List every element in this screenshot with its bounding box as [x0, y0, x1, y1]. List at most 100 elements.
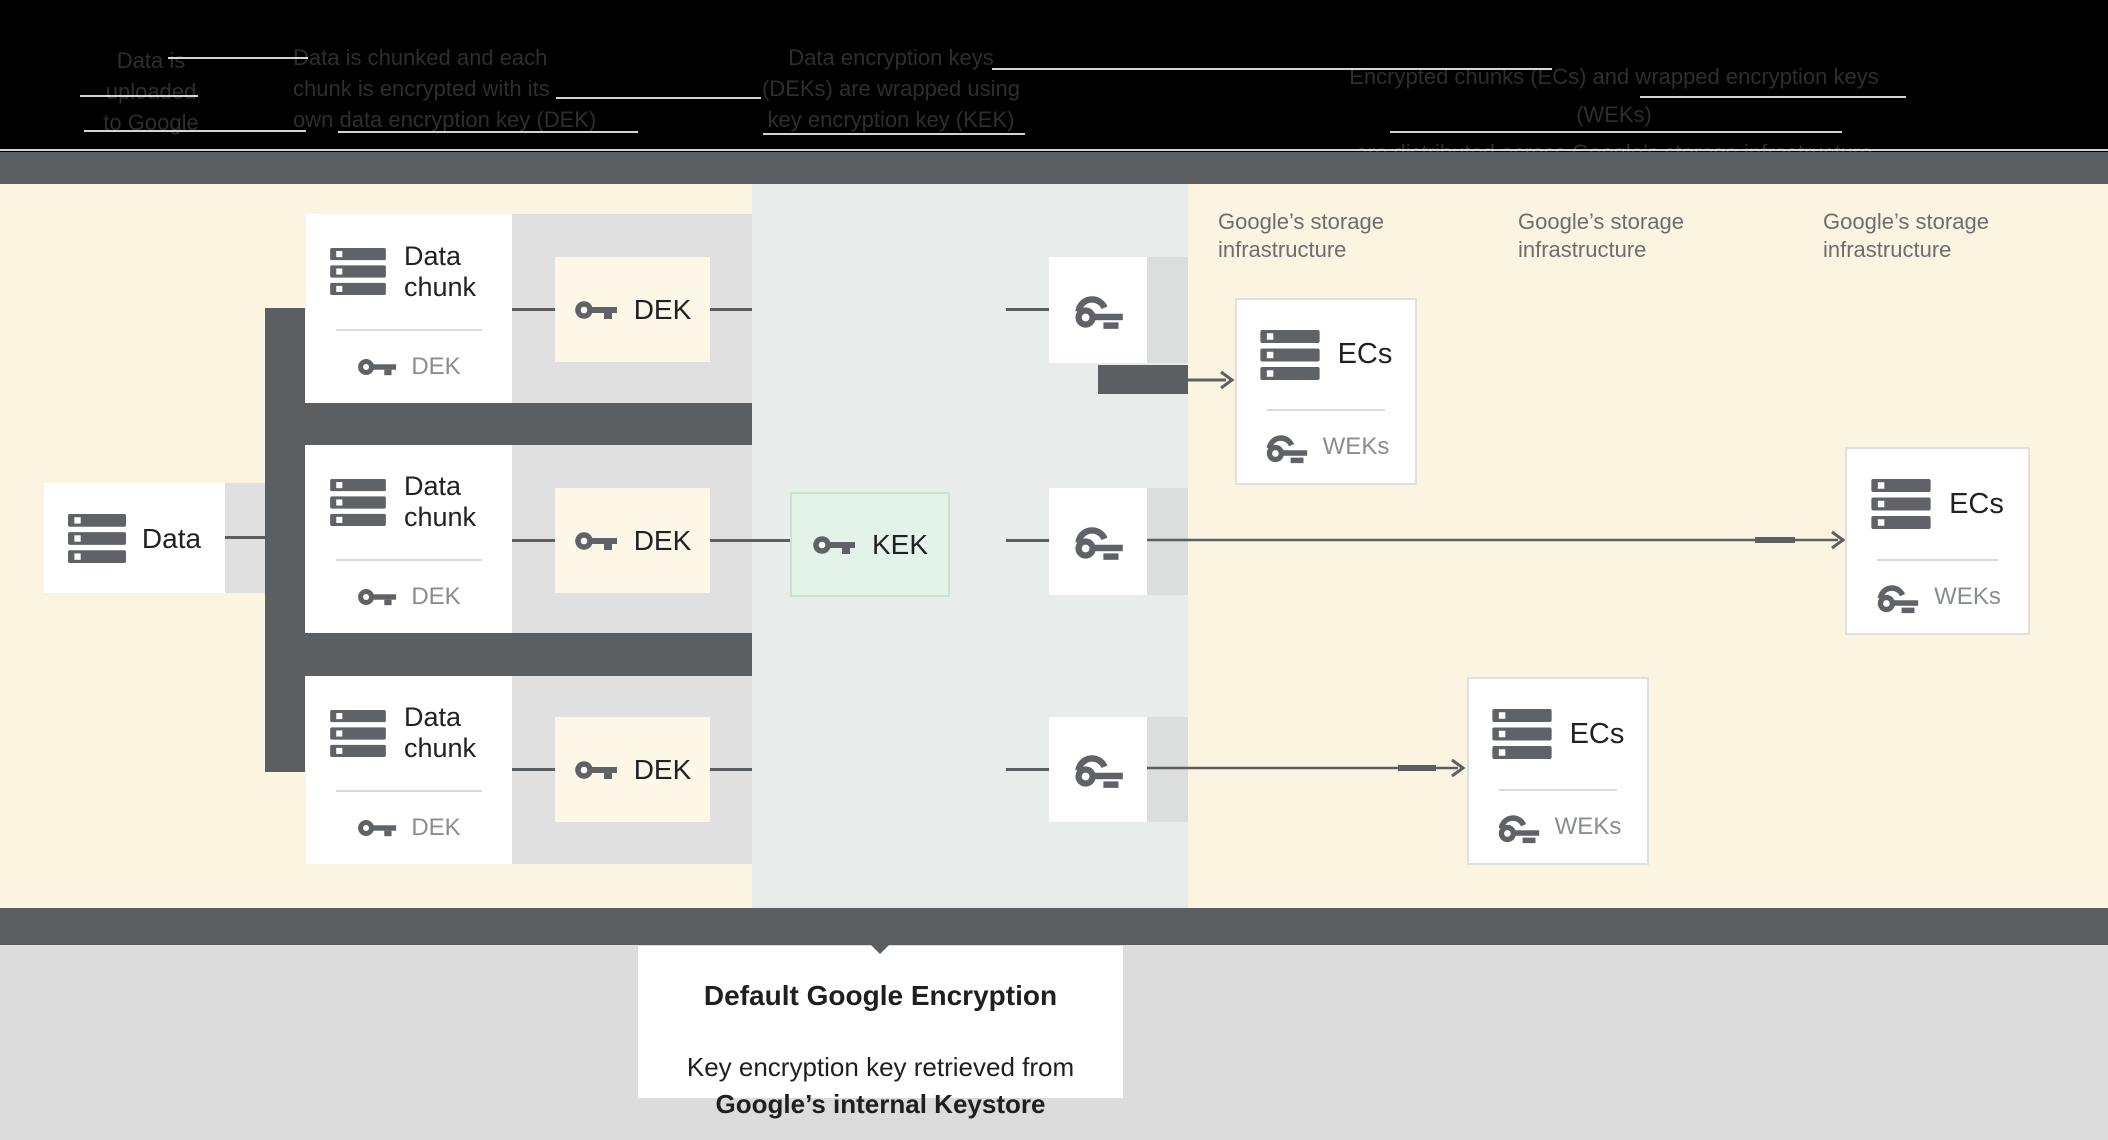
wrapped-key-box — [1049, 488, 1147, 595]
kek-label: KEK — [871, 529, 929, 560]
wrapped-key-icon — [1071, 290, 1125, 331]
fanout-vertical-bar — [265, 308, 305, 772]
connector-line — [512, 308, 555, 311]
wrapped-key-icon — [1071, 749, 1125, 790]
step-1-line: uploaded — [105, 79, 197, 104]
hairline — [0, 149, 2108, 151]
wrapped-key-icon — [1263, 430, 1309, 465]
chunk-top: Data chunk — [306, 445, 512, 559]
caption-line2: Google’s internal Keystore — [715, 1089, 1046, 1119]
storage-icon — [1871, 479, 1931, 529]
key-icon — [574, 300, 617, 319]
hairline — [556, 97, 761, 99]
divider — [336, 790, 482, 792]
ecs-key-row: WEKs — [1847, 561, 2028, 633]
step-3-line: (DEKs) are wrapped using — [761, 76, 1020, 101]
connector-line — [1006, 539, 1049, 542]
key-icon — [574, 760, 617, 779]
ecs-top: ECs — [1847, 449, 2028, 559]
key-icon — [574, 531, 617, 550]
hairline — [338, 131, 638, 133]
bottom-divider-bar — [0, 908, 2108, 945]
ecs-top: ECs — [1237, 300, 1415, 409]
connector-line — [512, 768, 555, 771]
step-1-line: to Google — [103, 110, 199, 135]
ecs-title: ECs — [1569, 717, 1625, 750]
dek-label: DEK — [633, 525, 692, 556]
ecs-title: ECs — [1337, 338, 1393, 370]
wrapped-key-icon — [1874, 580, 1920, 615]
storage-infrastructure-label: Google’s storage infrastructure — [1518, 208, 1708, 264]
hairline — [1390, 131, 1842, 133]
chunk-key-label: DEK — [411, 814, 461, 841]
fanout-horizontal-bar-1 — [305, 403, 752, 445]
wrapped-key-box — [1049, 717, 1147, 822]
chunk-key-label: DEK — [411, 353, 461, 380]
hairline — [80, 95, 198, 97]
arrow-right-icon — [1188, 370, 1235, 390]
dek-box: DEK — [555, 488, 710, 593]
connector-line — [710, 308, 752, 311]
chunk-key-row: DEK — [306, 331, 512, 403]
arrow-right-icon — [1147, 758, 1466, 778]
step-1-line: Data is — [116, 48, 186, 73]
hairline — [992, 68, 1552, 70]
connector-line — [512, 539, 555, 542]
storage-icon — [1491, 709, 1552, 759]
hairline — [1640, 96, 1906, 98]
key-extension — [1147, 257, 1188, 363]
ecs-box: ECs WEKs — [1235, 298, 1417, 485]
data-chunk-box: Data chunk DEK — [306, 214, 512, 403]
dek-label: DEK — [633, 754, 692, 785]
data-chunk-box: Data chunk DEK — [306, 676, 512, 864]
storage-icon — [330, 248, 386, 295]
storage-label-line: Google’s storage — [1823, 209, 1989, 234]
ecs-key-label: WEKs — [1554, 813, 1622, 840]
ecs-box: ECs WEKs — [1845, 447, 2030, 635]
chunk-key-row: DEK — [306, 792, 512, 864]
chunk-key-row: DEK — [306, 561, 512, 633]
step-3-text: Data encryption keys (DEKs) are wrapped … — [757, 42, 1025, 135]
hairline — [168, 57, 308, 59]
storage-infrastructure-label: Google’s storage infrastructure — [1823, 208, 2013, 264]
step-2-line: own data encryption key (DEK) — [293, 107, 597, 132]
step-2-text: Data is chunked and each chunk is encryp… — [293, 42, 613, 135]
caption-line1: Key encryption key retrieved from — [686, 1052, 1075, 1082]
kek-box: KEK — [790, 492, 950, 597]
ecs-key-row: WEKs — [1469, 791, 1647, 863]
storage-label-line: Google’s storage — [1518, 209, 1684, 234]
divider — [1877, 559, 1998, 561]
dek-box: DEK — [555, 257, 710, 362]
data-box: Data — [44, 483, 225, 593]
divider — [1499, 789, 1617, 791]
wrapped-key-icon — [1495, 810, 1541, 845]
chunk-top: Data chunk — [306, 214, 512, 329]
storage-infrastructure-label: Google’s storage infrastructure — [1218, 208, 1408, 264]
data-box-label: Data — [141, 522, 202, 554]
ecs-box: ECs WEKs — [1467, 677, 1649, 865]
ecs-key-row: WEKs — [1237, 411, 1415, 483]
key-icon — [358, 359, 397, 376]
storage-label-line: infrastructure — [1218, 237, 1347, 262]
wrapped-key-box — [1049, 257, 1147, 363]
key-extension — [1147, 488, 1188, 595]
key-icon — [813, 535, 855, 554]
connector-line — [225, 536, 265, 539]
connector-line — [710, 768, 752, 771]
key-icon — [358, 820, 397, 837]
storage-label-line: Google’s storage — [1218, 209, 1384, 234]
top-divider-bar — [0, 152, 2108, 184]
hairline — [84, 130, 306, 132]
ecs-key-label: WEKs — [1934, 583, 2001, 610]
step-4-text: Encrypted chunks (ECs) and wrapped encry… — [1310, 58, 1918, 172]
storage-icon — [330, 709, 386, 757]
divider — [336, 329, 482, 331]
storage-label-line: infrastructure — [1518, 237, 1647, 262]
hairline — [763, 133, 1025, 135]
ecs-title: ECs — [1949, 487, 2004, 520]
process-steps-header: Data is uploaded to Google Data is chunk… — [0, 0, 2108, 165]
ecs-key-label: WEKs — [1322, 433, 1390, 460]
wrapped-key-out-bar — [1098, 365, 1188, 394]
storage-label-line: infrastructure — [1823, 237, 1952, 262]
